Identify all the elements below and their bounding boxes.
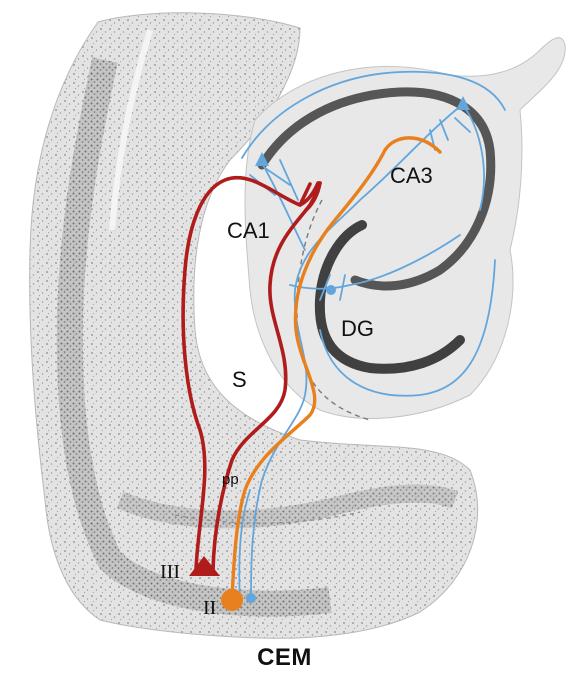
label-layer-iii: III <box>160 561 180 583</box>
layer-ii-orange-neuron <box>221 589 243 611</box>
layer-ii-blue-neuron-marker <box>246 593 256 603</box>
label-layer-ii: II <box>203 597 216 619</box>
label-ca1: CA1 <box>227 218 270 243</box>
label-s: S <box>232 367 247 392</box>
dg-blue-neuron-marker <box>326 285 336 295</box>
label-pp: pp <box>222 471 239 488</box>
label-dg: DG <box>341 316 374 341</box>
label-ca3: CA3 <box>390 163 433 188</box>
figure-caption: CEM <box>0 644 569 672</box>
